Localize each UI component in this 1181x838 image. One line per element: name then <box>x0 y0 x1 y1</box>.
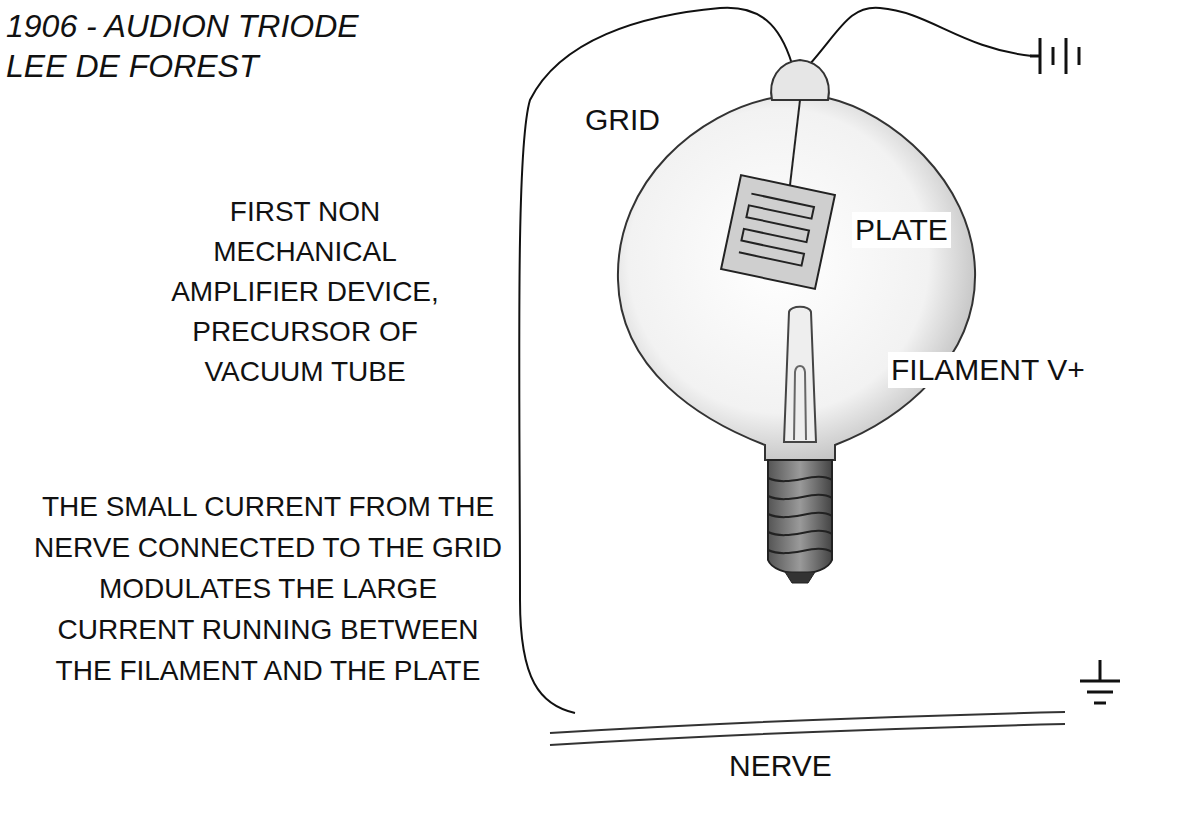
bulb-glass <box>618 98 975 460</box>
part-label: FILAMENT V+ <box>888 352 1088 388</box>
part-label: NERVE <box>726 748 835 784</box>
screw-base <box>768 460 832 583</box>
filament-stem <box>784 307 816 442</box>
explanation-text: THE SMALL CURRENT FROM THE NERVE CONNECT… <box>28 486 508 691</box>
filament <box>794 366 806 440</box>
plate-lead <box>790 100 800 185</box>
part-label: GRID <box>582 102 663 138</box>
battery-symbol <box>1030 38 1079 74</box>
nerve-fiber <box>550 712 1065 733</box>
ground-symbol <box>1080 660 1120 703</box>
nerve-fiber <box>550 724 1065 745</box>
part-label: PLATE <box>852 212 951 248</box>
title: 1906 - AUDION TRIODE LEE DE FOREST <box>6 6 406 86</box>
plate-electrode <box>721 175 835 289</box>
plate-supply-wire <box>810 8 1032 64</box>
note-text: FIRST NON MECHANICAL AMPLIFIER DEVICE, P… <box>140 192 470 392</box>
bulb-neck <box>771 60 829 100</box>
